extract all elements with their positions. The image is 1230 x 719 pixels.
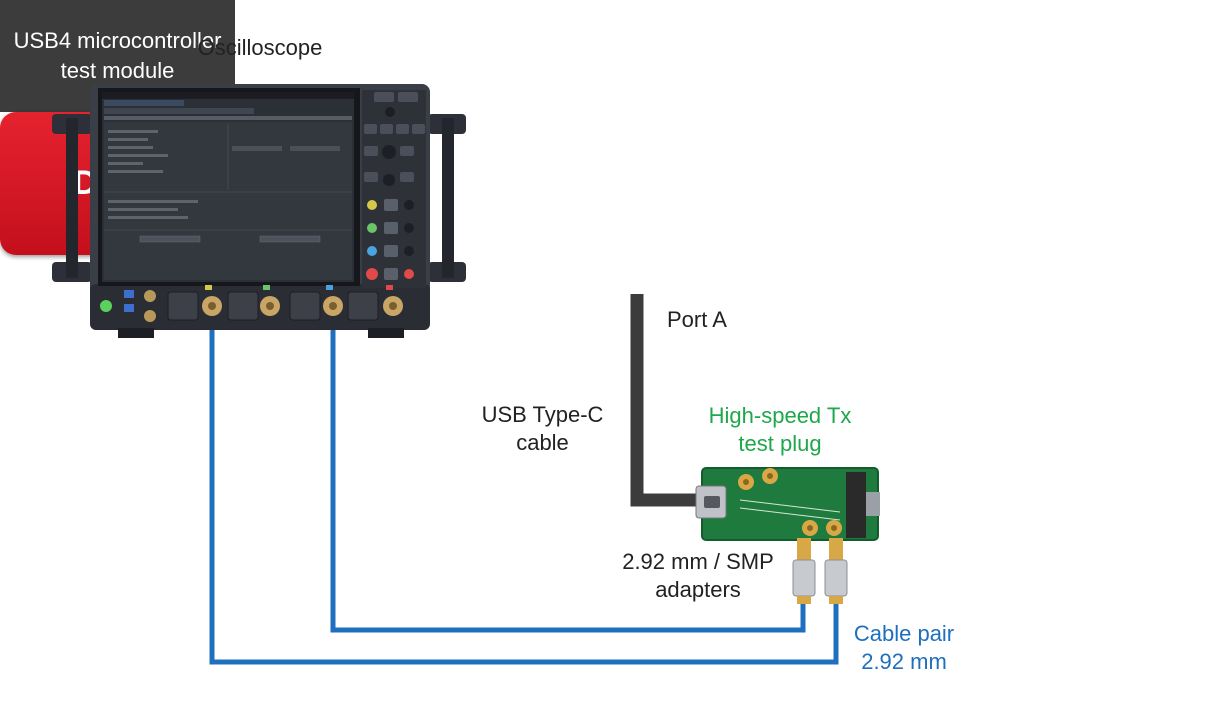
coax-cable-ch3	[330, 318, 806, 633]
cable-pair-label: Cable pair 2.92 mm	[834, 620, 974, 676]
test-plug-line2: test plug	[738, 431, 822, 456]
usb4-module-line2: test module	[60, 58, 175, 83]
coax-cable-ch1	[209, 318, 839, 665]
cable-pair-line1: Cable pair	[853, 621, 955, 646]
usb4-module-line1: USB4 microcontroller	[13, 28, 222, 53]
test-plug-label: High-speed Tx test plug	[690, 402, 870, 458]
adapters-label: 2.92 mm / SMP adapters	[608, 548, 788, 604]
test-plug-line1: High-speed Tx	[708, 403, 852, 428]
oscilloscope-label: Oscilloscope	[197, 35, 323, 60]
oscilloscope	[52, 84, 466, 338]
cable-pair-line2: 2.92 mm	[861, 649, 947, 674]
usb-cable-label: USB Type-C cable	[470, 401, 615, 457]
test-plug-board	[695, 467, 880, 541]
adapters-line2: adapters	[655, 577, 741, 602]
adapters-line1: 2.92 mm / SMP	[622, 549, 774, 574]
port-a-label: Port A	[667, 307, 727, 332]
usb-type-c-cable	[630, 294, 702, 507]
usb-cable-line1: USB Type-C	[481, 402, 604, 427]
smp-adapters	[792, 538, 848, 604]
usb-cable-line2: cable	[516, 430, 569, 455]
